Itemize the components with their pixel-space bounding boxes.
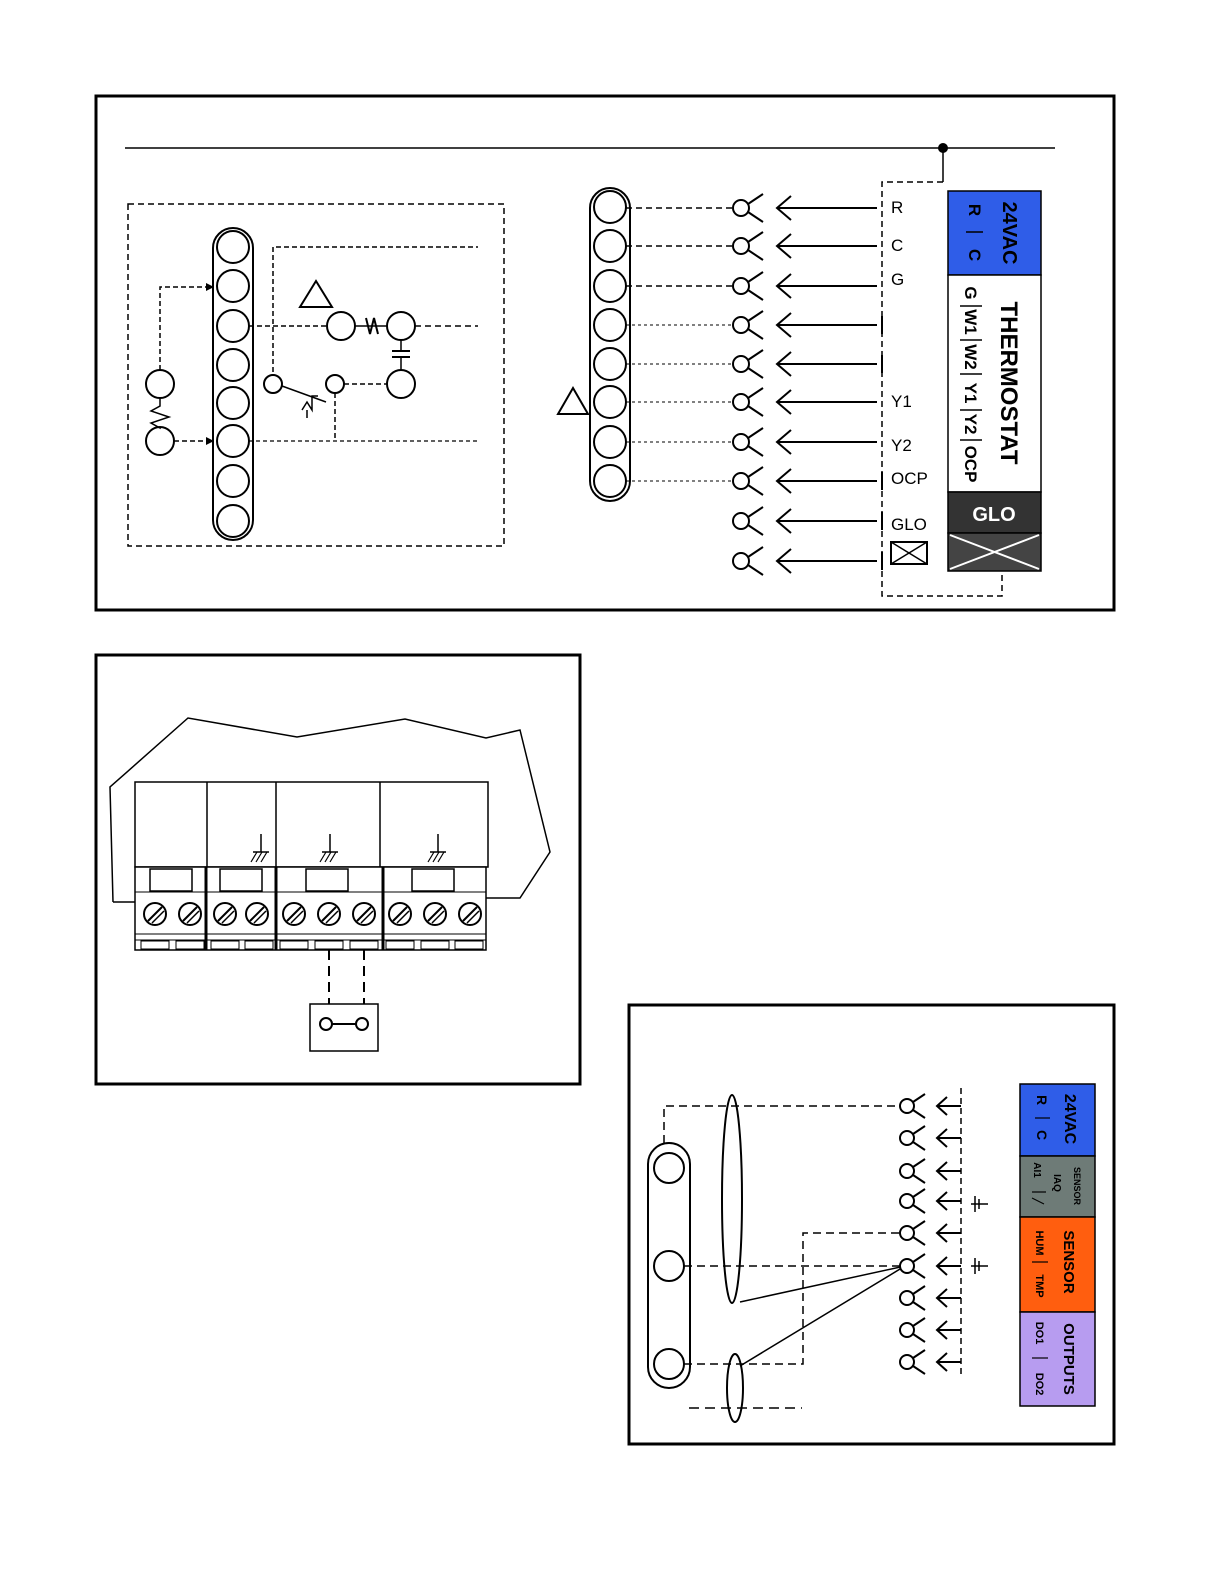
thermostat-r: R [965,204,984,216]
thermostat-block: 24VAC R C THERMOSTAT G W1 W2 Y1 Y2 OCP G… [948,191,1041,571]
terminal-labels: R C G Y1 Y2 OCP GLO [891,198,928,534]
sensor-module-block: 24VAC R C SENSOR IAQ AI1 SENSOR HUM TMP … [1020,1084,1095,1406]
label-c: C [891,236,903,255]
thermostat-c: C [965,249,984,261]
sensor-power-c: C [1034,1130,1050,1140]
warning-triangle-icon [558,388,588,414]
sensor-tmp: TMP [1033,1274,1045,1297]
thermostat-y1: Y1 [961,383,980,404]
thermostat-title: THERMOSTAT [995,301,1022,464]
jumper-device [310,1004,378,1051]
thermostat-w2: W2 [961,344,980,370]
sensor-power-r: R [1034,1095,1050,1105]
sensor-connector-column [900,1094,961,1374]
panel-top: R C G Y1 Y2 OCP GLO 24VAC R [96,96,1114,610]
sensor-hum: HUM [1033,1230,1045,1255]
connector-column [733,194,877,575]
thermostat-ocp: OCP [961,446,980,483]
label-y1: Y1 [891,392,912,411]
terminal-strip-middle [558,188,733,501]
thermostat-glo: GLO [972,504,1015,526]
label-y2: Y2 [891,436,912,455]
label-glo: GLO [891,515,927,534]
output-do2: DO2 [1033,1373,1045,1396]
output-do1: DO1 [1033,1322,1045,1345]
panel-terminal-block [96,655,580,1084]
thermostat-w1: W1 [961,309,980,335]
control-board-box [128,204,504,546]
iaq-sub: IAQ [1051,1174,1062,1192]
label-r: R [891,198,903,217]
ground-symbol-icon [971,1258,988,1274]
thermostat-power-title: 24VAC [998,202,1020,265]
iaq-title: SENSOR [1072,1167,1082,1206]
ground-symbol-icon [971,1196,988,1212]
iaq-terminal: AI1 [1031,1162,1042,1178]
panel-sensor-wiring: 24VAC R C SENSOR IAQ AI1 SENSOR HUM TMP … [629,1005,1114,1444]
label-ocp: OCP [891,469,928,488]
sensor-power-title: 24VAC [1061,1094,1078,1145]
thermostat-g: G [961,286,980,299]
thermostat-y2: Y2 [961,414,980,435]
sensor-title: SENSOR [1060,1230,1077,1294]
x-box-icon [891,542,927,564]
outputs-title: OUTPUTS [1060,1323,1077,1395]
warning-triangle-icon [300,281,332,307]
label-g: G [891,270,904,289]
